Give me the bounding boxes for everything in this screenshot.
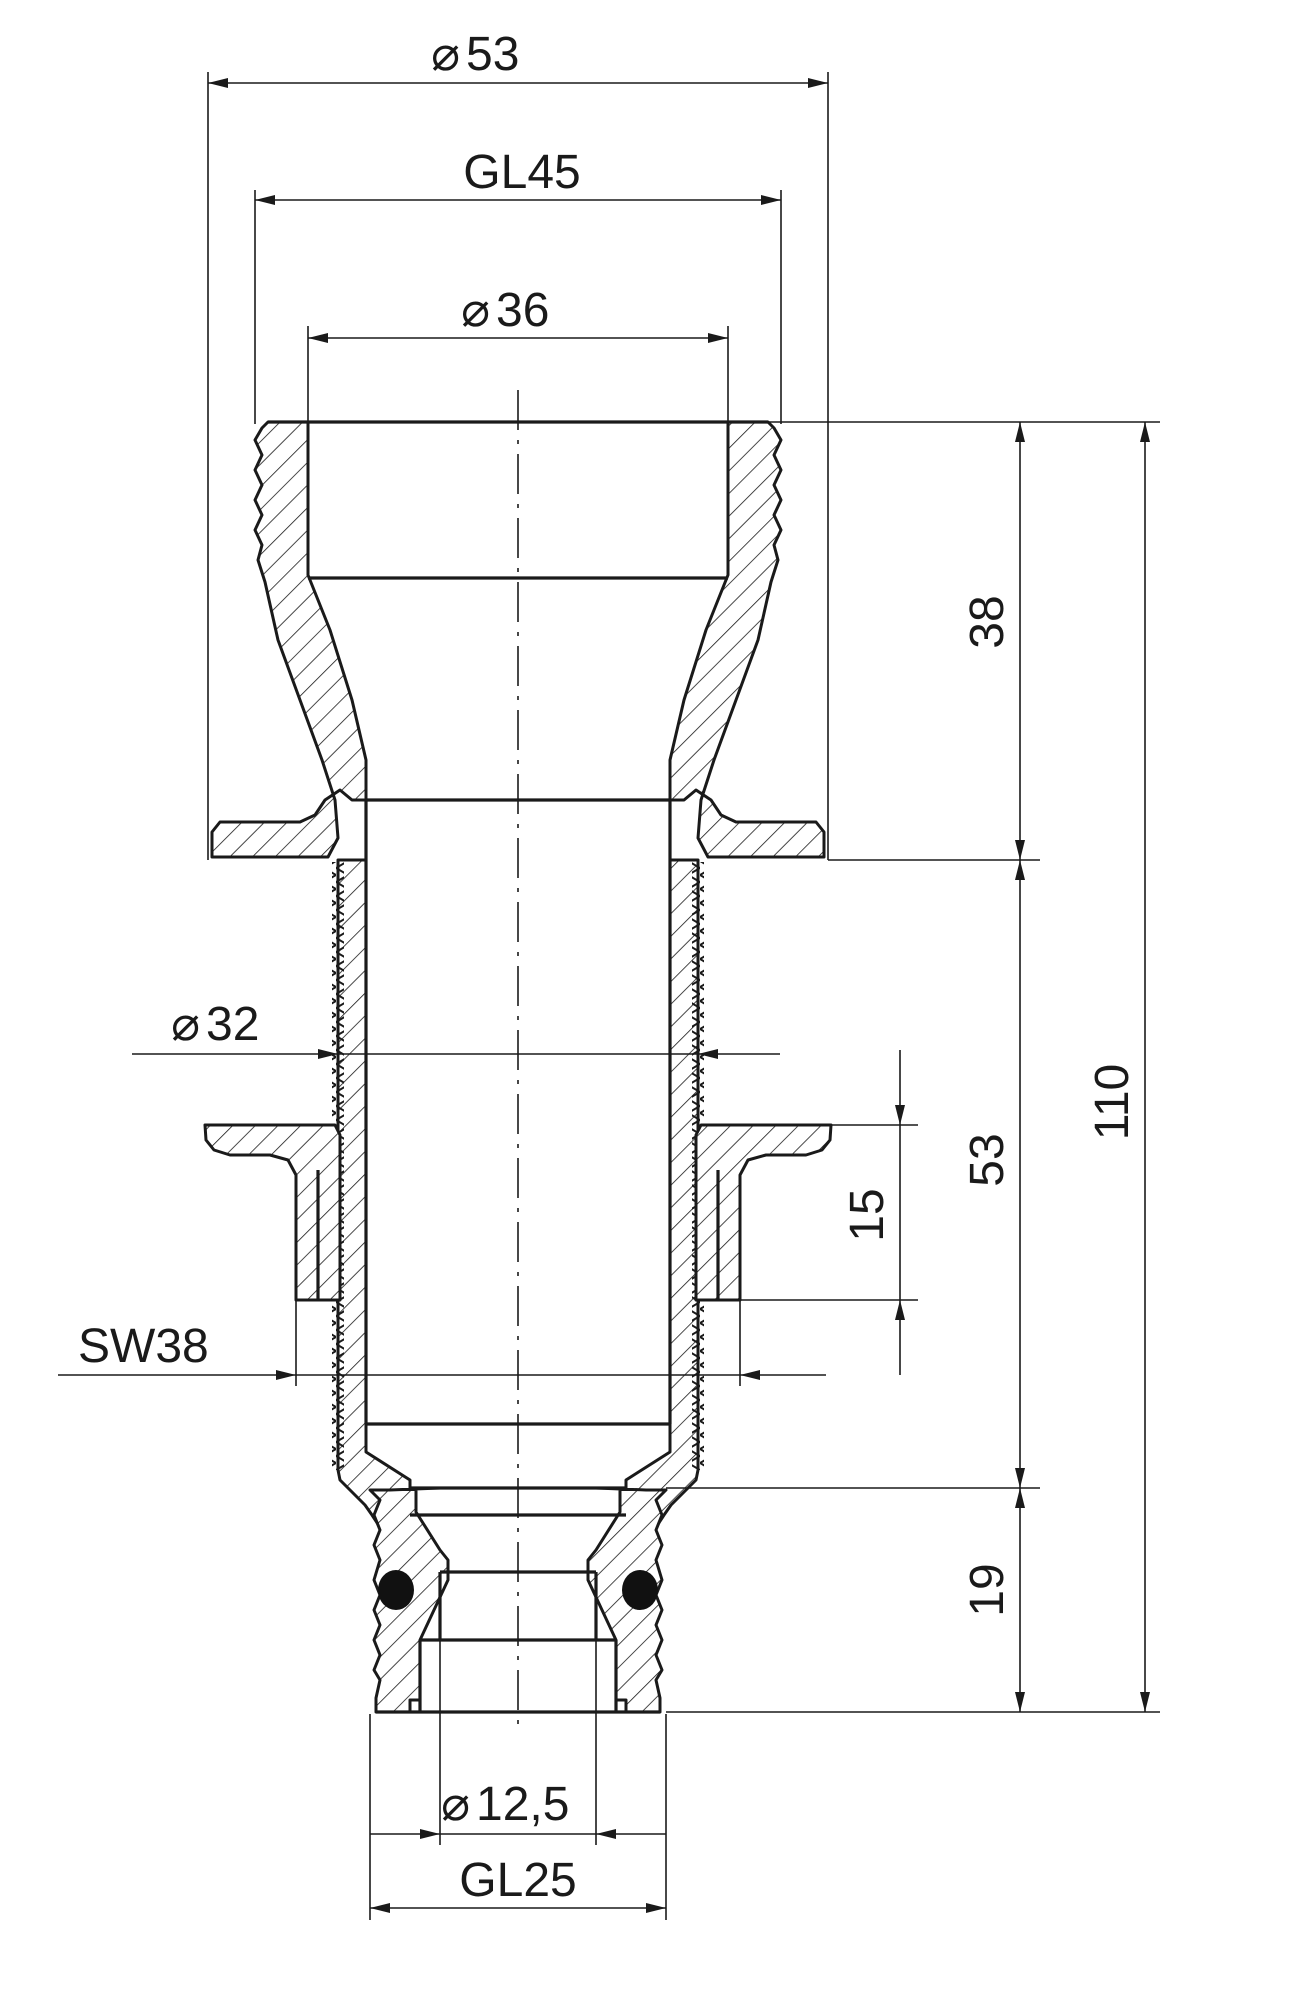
o-ring-right (622, 1570, 658, 1610)
dia36-symbol: ⌀ (461, 284, 490, 337)
h53-label: 53 (961, 1133, 1014, 1186)
gl25-label: GL25 (459, 1854, 576, 1907)
left-upper-wall (210, 420, 368, 859)
nut-left (203, 1123, 342, 1302)
dia12-5-symbol: ⌀ (441, 1778, 470, 1831)
dia53-value: 53 (466, 28, 519, 81)
dia53-symbol: ⌀ (431, 28, 460, 81)
left-tube-wall (336, 858, 442, 1574)
dia12-5-value: 12,5 (476, 1778, 569, 1831)
dia36-value: 36 (496, 284, 549, 337)
sw38-label: SW38 (78, 1320, 209, 1373)
o-ring-left (378, 1570, 414, 1610)
gl45-label: GL45 (463, 146, 580, 199)
h15-label: 15 (841, 1188, 894, 1241)
dia32-value: 32 (206, 998, 259, 1051)
h19-label: 19 (961, 1563, 1014, 1616)
fitting-cross-section (203, 390, 833, 1730)
right-tube-wall (594, 858, 700, 1574)
h110-label: 110 (1086, 1064, 1139, 1141)
nut-right (694, 1123, 833, 1302)
dimensions: ⌀ 53 GL45 ⌀ 36 ⌀ 32 SW38 ⌀ 12,5 (58, 28, 1160, 1920)
dia32-symbol: ⌀ (171, 998, 200, 1051)
right-upper-wall (668, 420, 826, 859)
h38-label: 38 (961, 595, 1014, 648)
